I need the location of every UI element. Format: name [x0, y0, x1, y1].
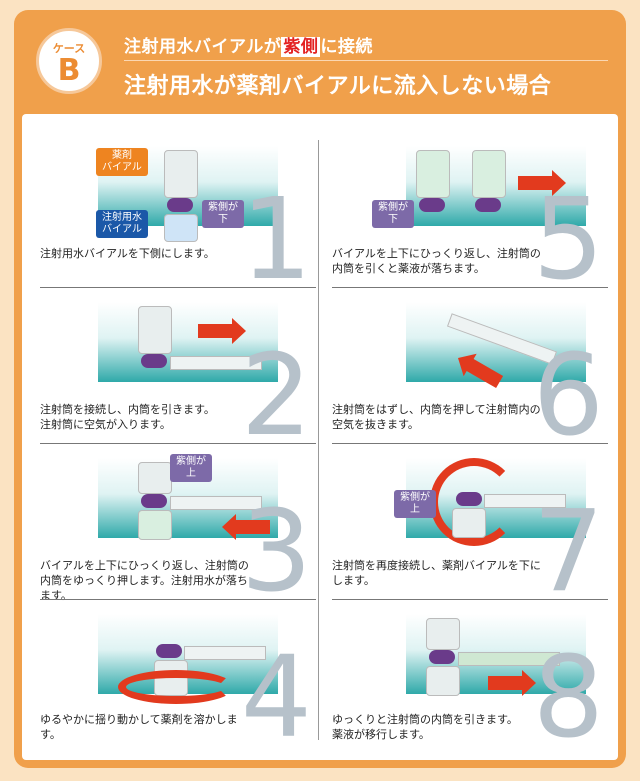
drug-vial-icon: [472, 150, 506, 198]
step-4-caption: ゆるやかに揺り動かして薬剤を溶かします。: [40, 713, 238, 741]
step-8-caption: ゆっくりと注射筒の内筒を引きます。 薬液が移行します。: [332, 713, 518, 741]
step-6-caption: 注射筒をはずし、内筒を押して注射筒内の空気を抜きます。: [332, 403, 541, 431]
step-7: 紫側が 上 注射筒を再度接続し、薬剤バイアルを下にします。 7: [332, 450, 608, 608]
water-vial-icon: [426, 618, 460, 650]
subtitle-pre: 注射用水バイアルが: [124, 37, 282, 57]
step-1: 薬剤 バイアル 注射用水 バイアル 紫側が 下 注射用水バイアルを下側にします。…: [40, 138, 316, 296]
pull-arrow-icon: [198, 318, 246, 344]
step-2: 注射筒を接続し、内筒を引きます。 注射筒に空気が入ります。 2: [40, 294, 316, 452]
step-1-number: 1: [240, 175, 312, 305]
step-7-caption: 注射筒を再度接続し、薬剤バイアルを下にします。: [332, 559, 541, 587]
step-2-illustration: [98, 302, 278, 382]
swirl-arrow-icon: [118, 670, 234, 704]
step-7-number: 7: [532, 487, 604, 617]
purple-cap-icon: [475, 198, 501, 212]
step-2-number: 2: [240, 331, 312, 461]
purple-cap-icon: [429, 650, 455, 664]
step-4-illustration: [98, 614, 278, 704]
step-4: ゆるやかに揺り動かして薬剤を溶かします。 4: [40, 606, 316, 754]
push-arrow-icon: [464, 357, 504, 389]
drug-vial-icon: [138, 306, 172, 354]
water-vial-icon: [164, 214, 198, 242]
step-3-number: 3: [240, 487, 312, 617]
step-5: 紫側が 下 バイアルを上下にひっくり返し、注射筒の内筒を引くと薬液が落ちます。 …: [332, 138, 608, 296]
purple-cap-icon: [456, 492, 482, 506]
step-3-rule: [40, 599, 316, 600]
step-8: ゆっくりと注射筒の内筒を引きます。 薬液が移行します。 8: [332, 606, 608, 754]
step-8-number: 8: [532, 633, 604, 763]
drug-vial-icon: [452, 508, 486, 538]
purple-down-label: 紫側が 下: [202, 200, 244, 228]
pull-arrow-icon: [488, 670, 536, 696]
drug-vial-label: 薬剤 バイアル: [96, 148, 148, 176]
step-7-rule: [332, 599, 608, 600]
purple-up-label: 紫側が 上: [170, 454, 212, 482]
water-vial-icon: [416, 150, 450, 198]
subtitle-post: に接続: [320, 37, 373, 57]
syringe-icon: [484, 494, 566, 508]
step-1-rule: [40, 287, 316, 288]
syringe-icon: [170, 356, 262, 370]
syringe-icon: [458, 652, 560, 666]
step-3-caption: バイアルを上下にひっくり返し、注射筒の内筒をゆっくり押します。注射用水が落ちます…: [40, 559, 249, 602]
step-3: 紫側が 上 バイアルを上下にひっくり返し、注射筒の内筒をゆっくり押します。注射用…: [40, 450, 316, 608]
step-1-caption: 注射用水バイアルを下側にします。: [40, 247, 215, 260]
case-badge: ケース B: [36, 28, 102, 94]
step-8-illustration: [406, 614, 586, 696]
step-6: 注射筒をはずし、内筒を押して注射筒内の空気を抜きます。 6: [332, 294, 608, 452]
step-2-rule: [40, 443, 316, 444]
badge-case-label: ケース: [52, 42, 86, 55]
pull-arrow-icon: [518, 170, 566, 196]
page-title: 注射用水が薬剤バイアルに流入しない場合: [124, 74, 552, 99]
water-vial-label: 注射用水 バイアル: [96, 210, 148, 238]
header: ケース B 注射用水バイアルが紫側に接続 注射用水が薬剤バイアルに流入しない場合: [14, 10, 626, 108]
subtitle-highlight: 紫側: [281, 37, 321, 57]
step-5-illustration: [406, 146, 586, 226]
syringe-icon: [184, 646, 266, 660]
syringe-icon: [170, 496, 262, 510]
water-vial-icon: [138, 462, 172, 494]
purple-cap-icon: [156, 644, 182, 658]
drug-vial-icon: [164, 150, 198, 198]
badge-case-letter: B: [57, 53, 81, 88]
step-4-number: 4: [240, 633, 312, 763]
purple-cap-icon: [141, 494, 167, 508]
purple-down-label: 紫側が 下: [372, 200, 414, 228]
purple-cap-icon: [419, 198, 445, 212]
drug-vial-icon: [426, 666, 460, 696]
step-5-number: 5: [532, 175, 604, 305]
drug-vial-icon: [138, 510, 172, 540]
step-5-rule: [332, 287, 608, 288]
step-6-number: 6: [532, 331, 604, 461]
step-6-rule: [332, 443, 608, 444]
step-5-caption: バイアルを上下にひっくり返し、注射筒の内筒を引くと薬液が落ちます。: [332, 247, 541, 275]
header-subtitle: 注射用水バイアルが紫側に接続: [124, 32, 373, 57]
column-divider: [318, 140, 319, 740]
purple-cap-icon: [167, 198, 193, 212]
purple-up-label: 紫側が 上: [394, 490, 436, 518]
step-2-caption: 注射筒を接続し、内筒を引きます。 注射筒に空気が入ります。: [40, 403, 215, 431]
step-6-illustration: [406, 302, 586, 389]
header-divider: [124, 60, 608, 61]
purple-cap-icon: [141, 354, 167, 368]
